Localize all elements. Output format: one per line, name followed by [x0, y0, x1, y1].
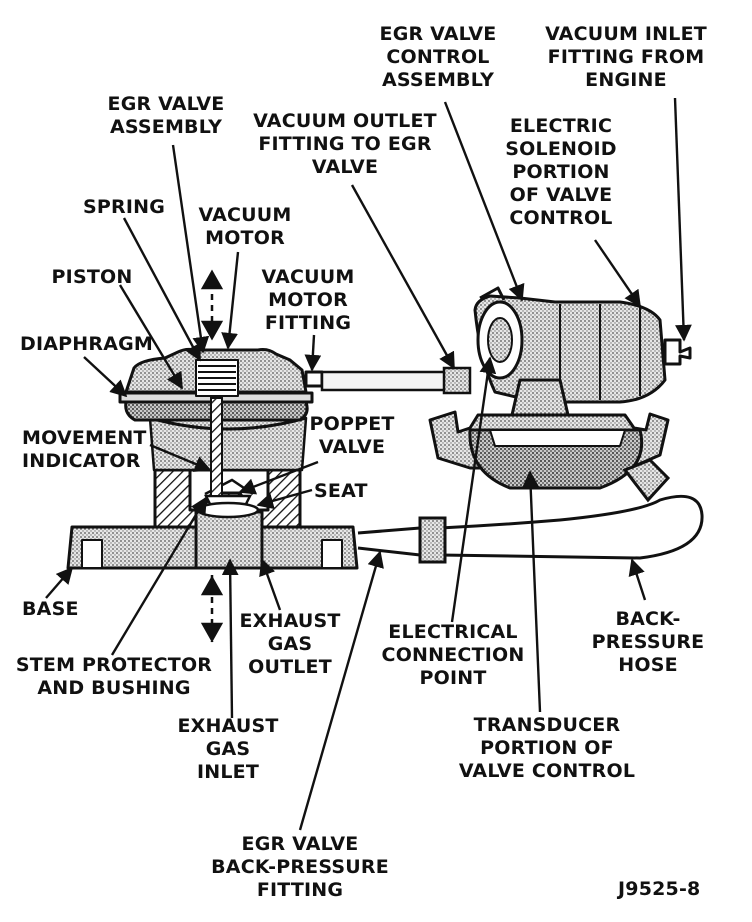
back-pressure-hose: [357, 458, 704, 564]
label-exhaust-gas-inlet: EXHAUST GAS INLET: [177, 715, 279, 783]
label-vacuum-motor-fitting: VACUUM MOTOR FITTING: [261, 266, 355, 334]
label-spring: SPRING: [82, 196, 166, 218]
label-vacuum-outlet-fitting: VACUUM OUTLET FITTING TO EGR VALVE: [253, 110, 437, 178]
label-back-pressure-hose: BACK- PRESSURE HOSE: [591, 608, 705, 676]
label-vacuum-motor: VACUUM MOTOR: [198, 204, 292, 249]
vacuum-line: [320, 366, 472, 395]
label-egr-valve-assembly: EGR VALVE ASSEMBLY: [107, 93, 225, 138]
label-poppet-valve: POPPET VALVE: [309, 413, 395, 458]
movement-arrows: [200, 269, 224, 643]
label-diaphragm: DIAPHRAGM: [20, 333, 154, 355]
label-base: BASE: [22, 598, 79, 620]
label-transducer: TRANSDUCER PORTION OF VALVE CONTROL: [458, 714, 636, 782]
valve-base: [66, 416, 359, 570]
label-egr-valve-control-assembly: EGR VALVE CONTROL ASSEMBLY: [379, 23, 497, 91]
label-stem-protector: STEM PROTECTOR AND BUSHING: [15, 654, 213, 699]
control-assembly: [428, 286, 692, 490]
figure-code: J9525-8: [618, 878, 701, 900]
label-vacuum-inlet-fitting: VACUUM INLET FITTING FROM ENGINE: [545, 23, 707, 91]
leader-lines: [45, 97, 692, 831]
label-exhaust-gas-outlet: EXHAUST GAS OUTLET: [239, 610, 341, 678]
label-movement-indicator: MOVEMENT INDICATOR: [22, 427, 147, 472]
label-egr-back-pressure-fitting: EGR VALVE BACK-PRESSURE FITTING: [211, 833, 389, 901]
label-seat: SEAT: [314, 480, 368, 502]
label-electric-solenoid: ELECTRIC SOLENOID PORTION OF VALVE CONTR…: [505, 115, 617, 229]
label-piston: PISTON: [51, 266, 133, 288]
label-electrical-connection-point: ELECTRICAL CONNECTION POINT: [381, 621, 525, 689]
valve-stem: [210, 397, 223, 497]
